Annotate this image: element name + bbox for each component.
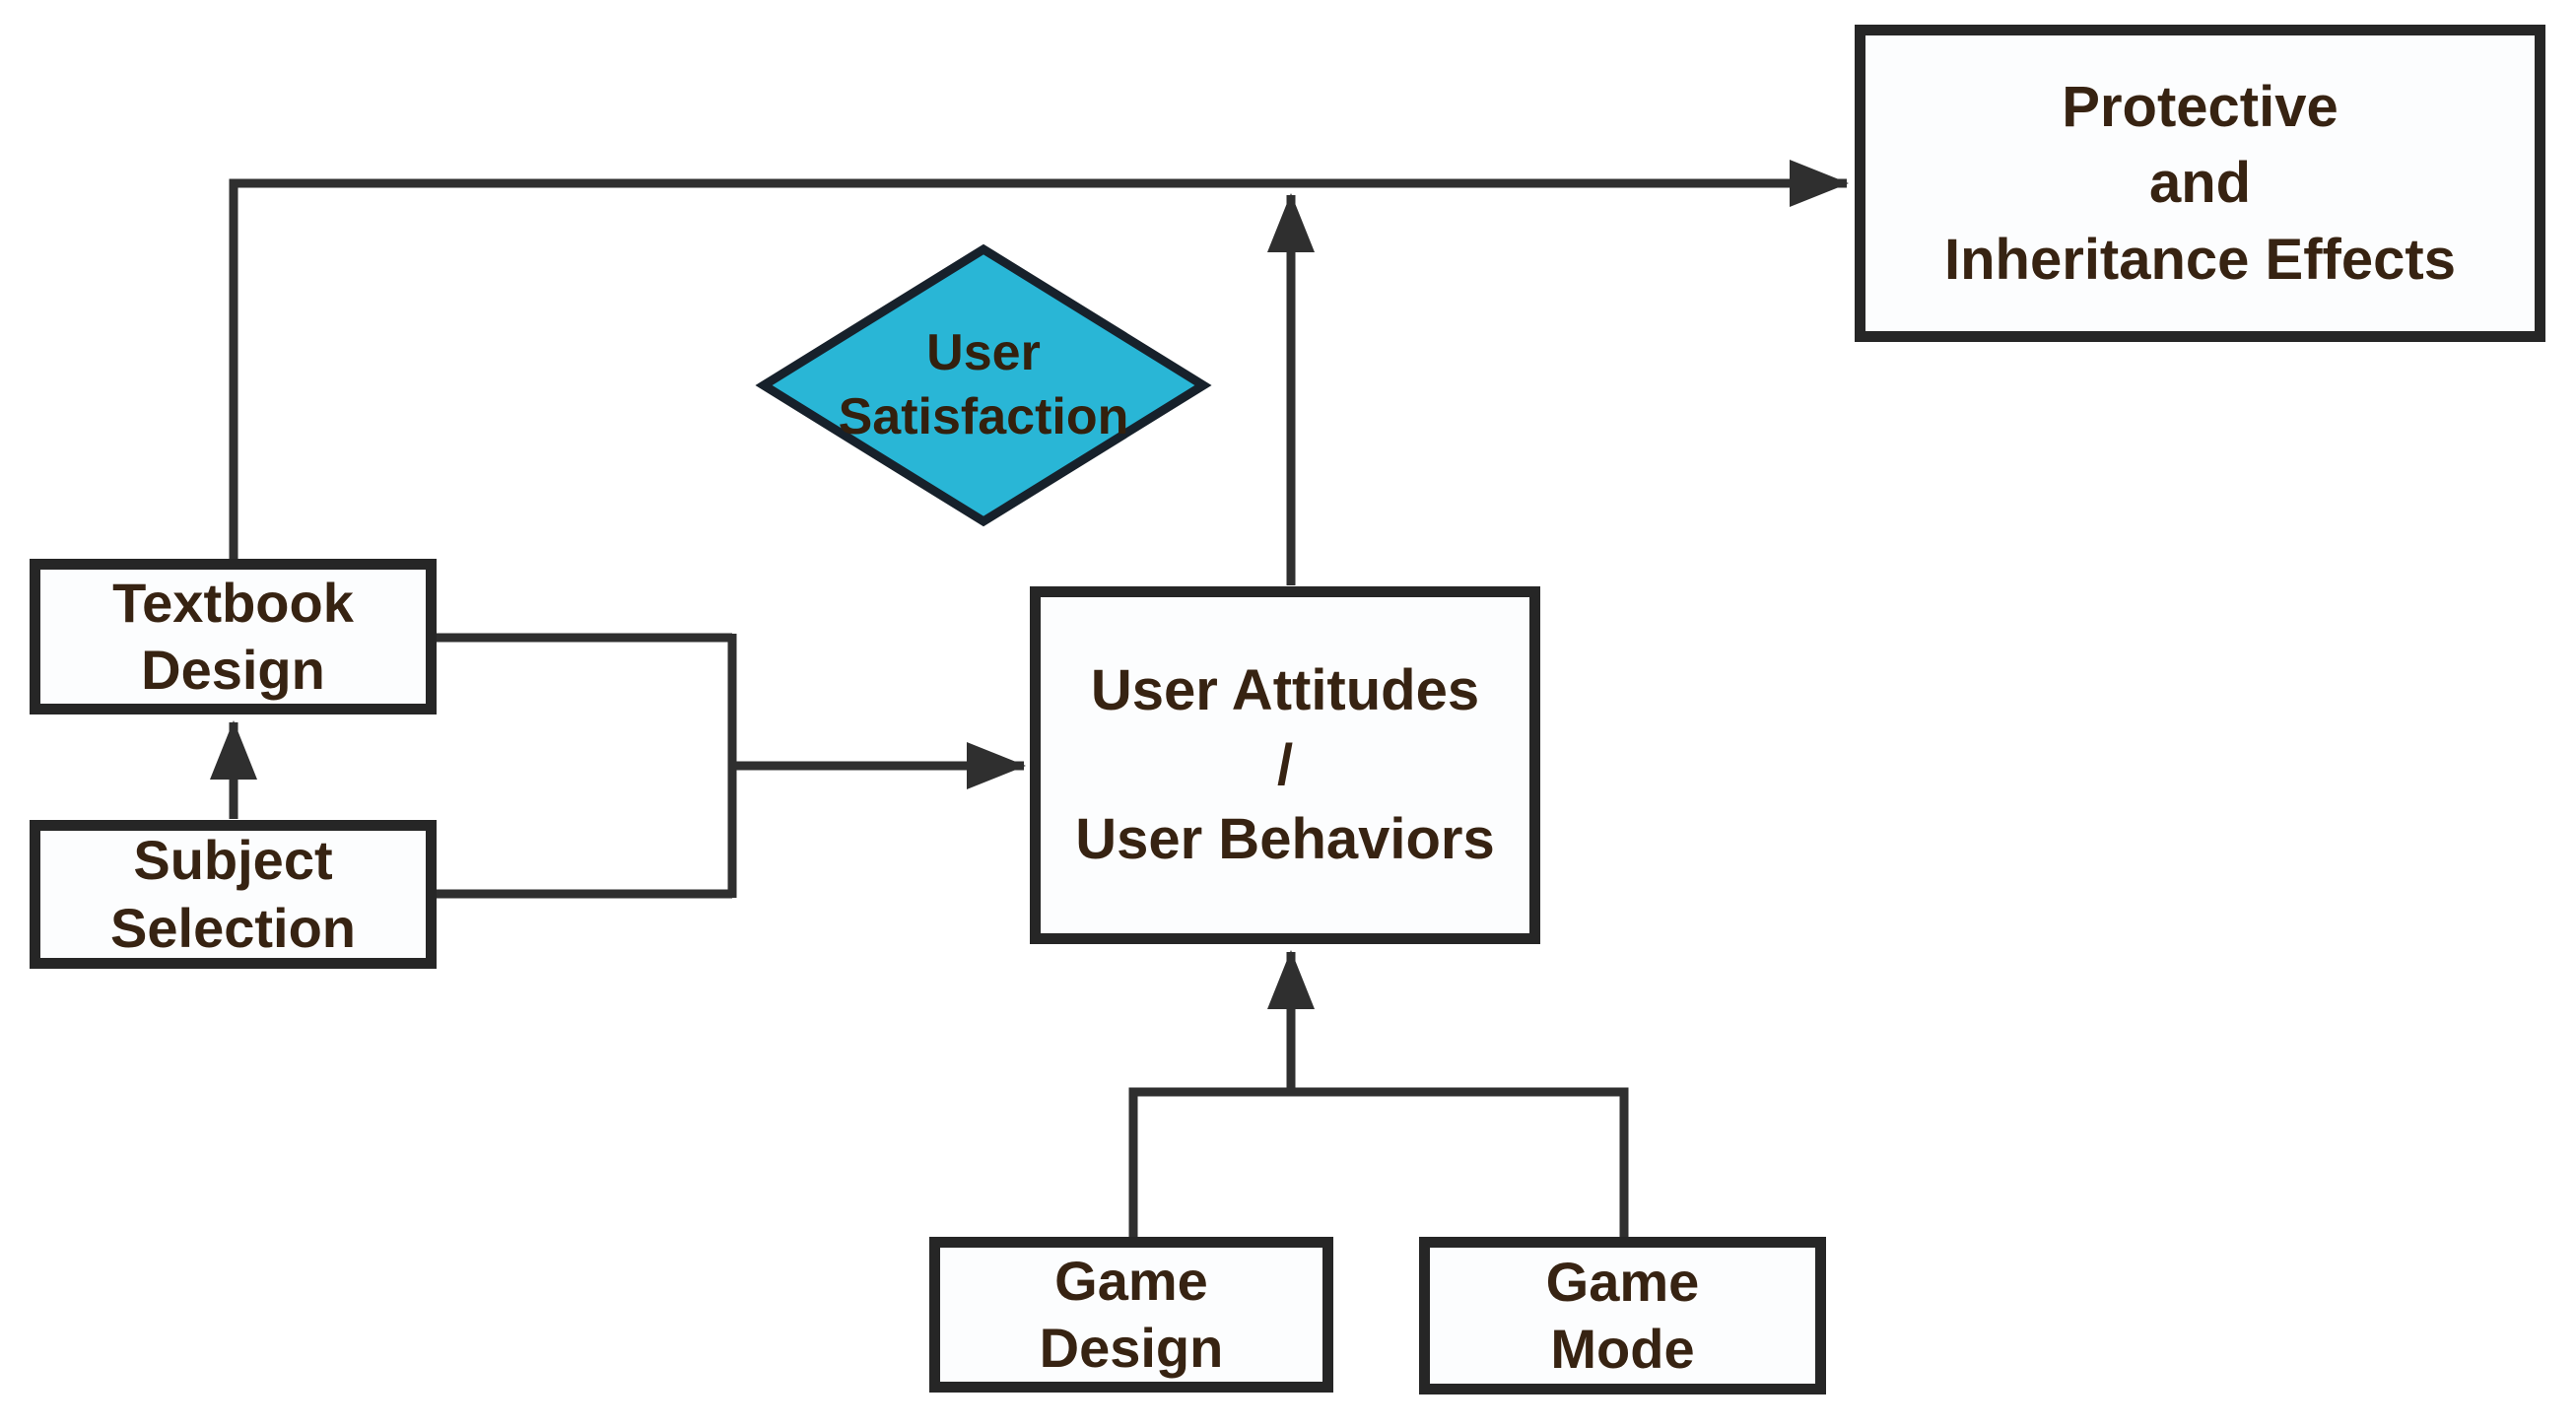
diamond-label-line: User (926, 324, 1041, 381)
node-label: / (1276, 732, 1294, 797)
edge-game-connector (1128, 1087, 1629, 1238)
node-label: and (2148, 151, 2252, 216)
node-label: Game (1545, 1250, 1700, 1313)
node-label: Textbook (112, 571, 354, 634)
node-label: Subject (133, 829, 333, 892)
node-label: Design (141, 639, 325, 701)
edge-textbook-to-protective (229, 160, 1849, 559)
node-subject-selection: Subject Selection (30, 820, 437, 969)
node-label: Selection (110, 896, 356, 959)
node-label: Protective (2062, 75, 2339, 140)
node-game-design: Game Design (929, 1237, 1333, 1393)
node-game-mode: Game Mode (1419, 1237, 1826, 1394)
node-protective-inheritance-effects: Protective and Inheritance Effects (1855, 25, 2545, 342)
node-label: Game (1054, 1249, 1208, 1312)
node-user-attitudes-behaviors: User Attitudes / User Behaviors (1030, 586, 1540, 944)
node-label: Mode (1550, 1318, 1695, 1380)
node-label: User Behaviors (1075, 807, 1495, 872)
diamond-label-line: Satisfaction (838, 388, 1129, 445)
node-label: User Attitudes (1090, 658, 1480, 723)
node-textbook-design: Textbook Design (30, 559, 437, 714)
node-label: Design (1039, 1317, 1224, 1379)
diamond-user-satisfaction (755, 243, 1212, 527)
diamond-label-user-satisfaction: User Satisfaction (764, 249, 1203, 521)
node-label: Inheritance Effects (1944, 227, 2456, 292)
